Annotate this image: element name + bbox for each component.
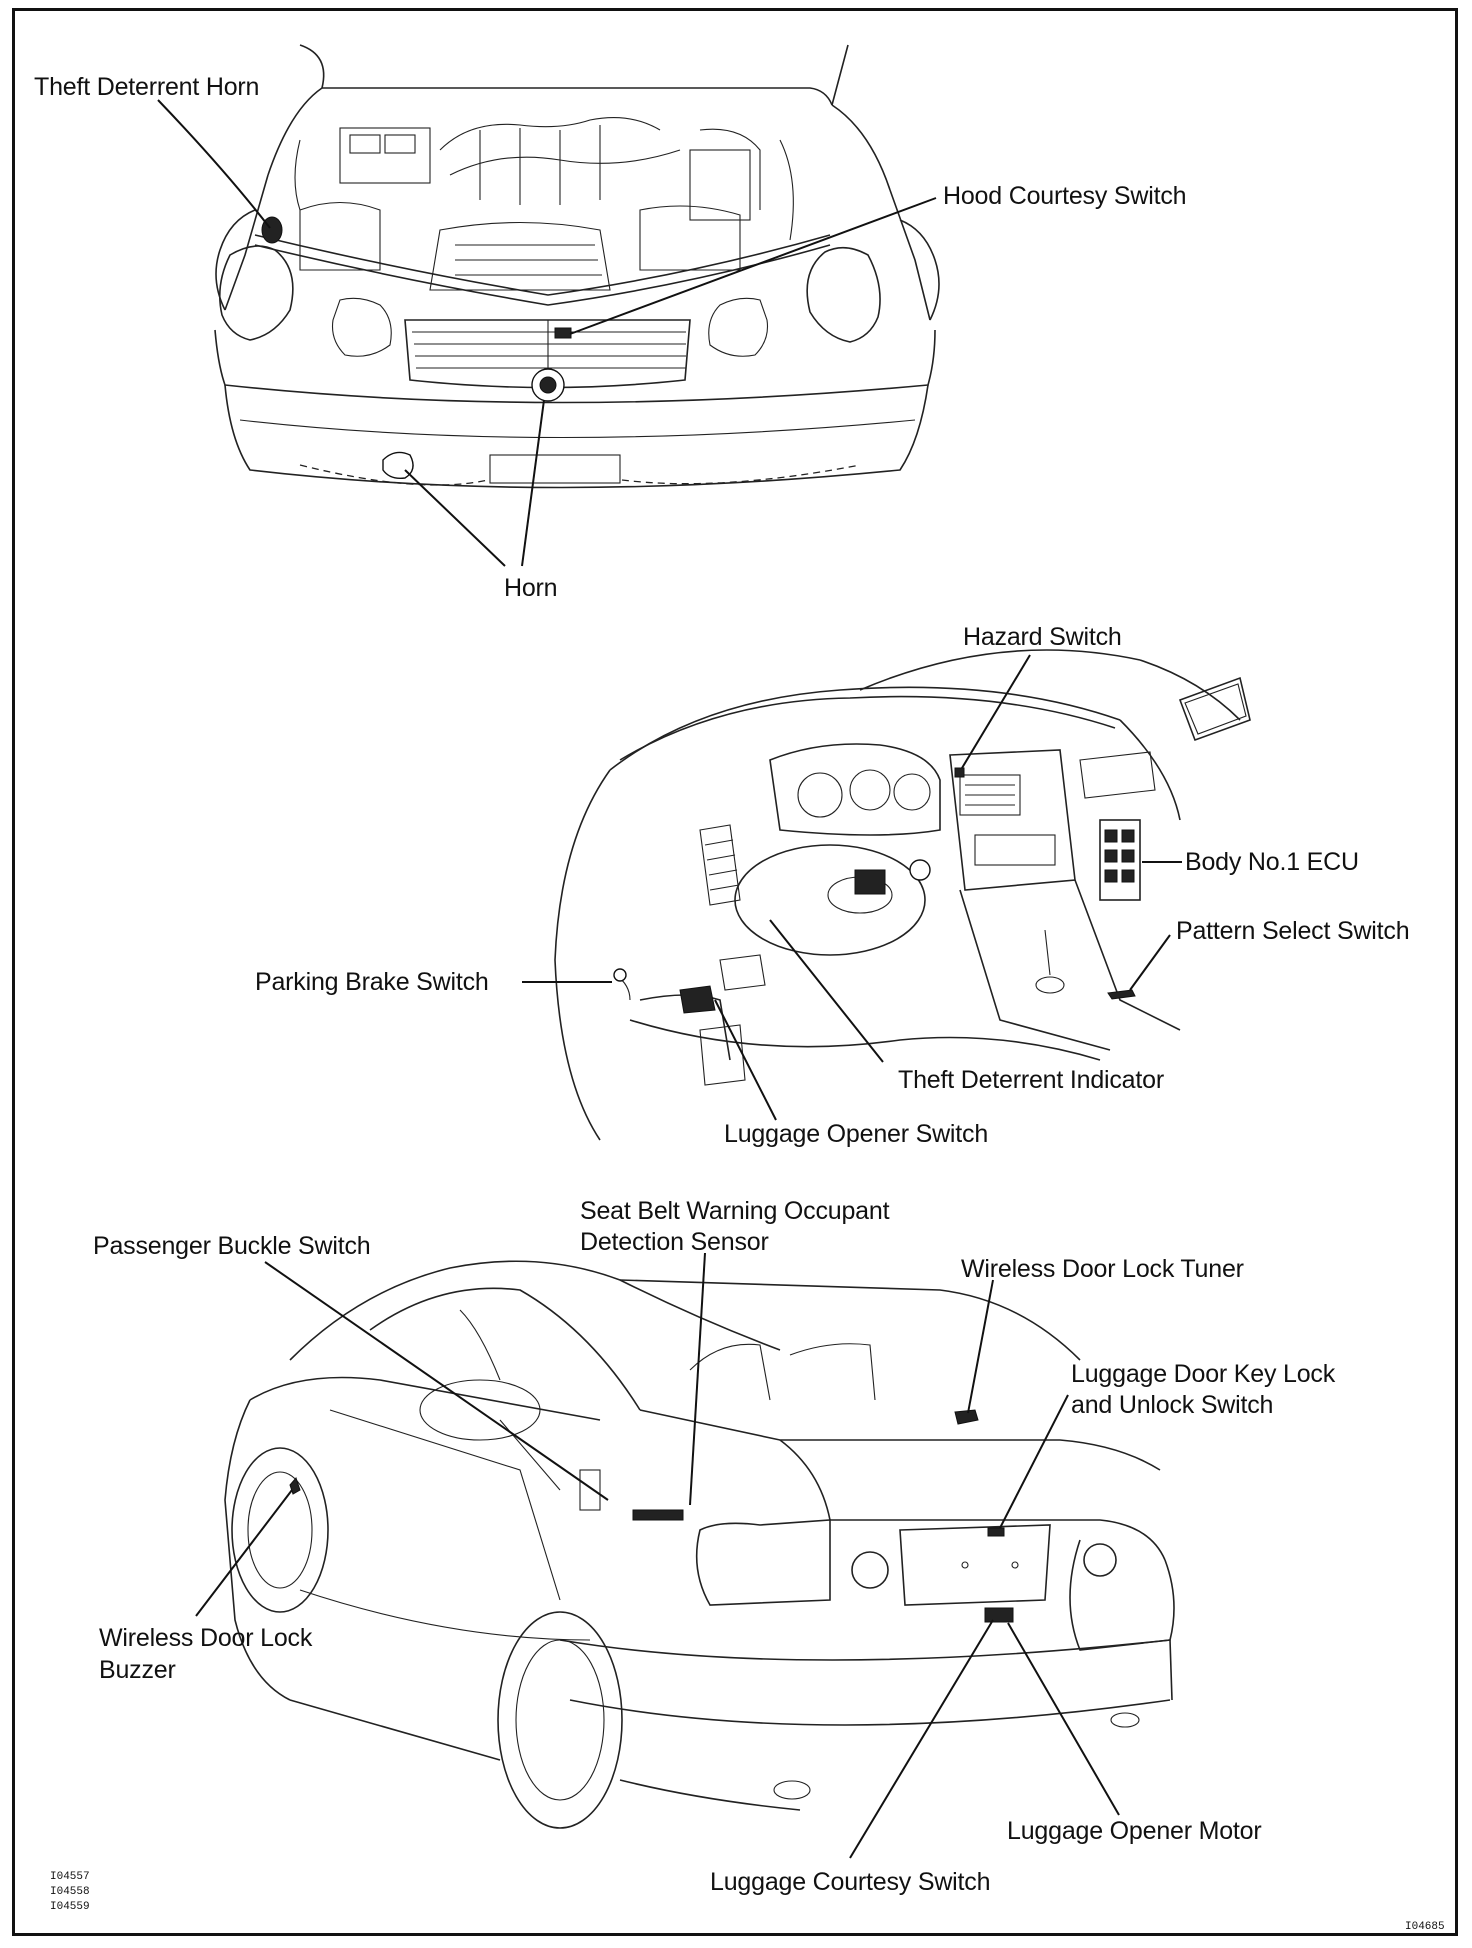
hood-courtesy-switch-label: Hood Courtesy Switch	[943, 182, 1187, 210]
parking-brake-switch-label: Parking Brake Switch	[255, 968, 489, 996]
wireless-buzzer-label-line1: Wireless Door Lock	[99, 1624, 313, 1652]
front-car-illustration	[214, 44, 940, 489]
luggage-opener-switch-label: Luggage Opener Switch	[724, 1120, 989, 1148]
diagram-frame	[12, 8, 1458, 1936]
hazard-switch-label: Hazard Switch	[963, 623, 1122, 651]
figure-code-2: I04558	[50, 1886, 90, 1898]
luggage-opener-motor-label: Luggage Opener Motor	[1007, 1817, 1262, 1845]
theft-deterrent-indicator-label: Theft Deterrent Indicator	[898, 1066, 1164, 1094]
front-leader-lines	[157, 99, 937, 567]
figure-code-1: I04557	[50, 1871, 90, 1883]
luggage-key-switch-label-line1: Luggage Door Key Lock	[1071, 1360, 1336, 1388]
figure-code-right: I04685	[1405, 1921, 1445, 1933]
wireless-buzzer-label-line2: Buzzer	[99, 1656, 176, 1684]
horn-label: Horn	[504, 574, 558, 602]
pattern-select-switch-label: Pattern Select Switch	[1176, 917, 1410, 945]
theft-deterrent-horn-label: Theft Deterrent Horn	[34, 73, 260, 101]
rear-car-illustration	[224, 1260, 1175, 1829]
dashboard-leader-lines	[522, 654, 1182, 1121]
luggage-key-switch-label-line2: and Unlock Switch	[1071, 1391, 1274, 1419]
seat-belt-sensor-label-line1: Seat Belt Warning Occupant	[580, 1197, 890, 1225]
passenger-buckle-switch-label: Passenger Buckle Switch	[93, 1232, 371, 1260]
rear-leader-lines	[195, 1252, 1120, 1859]
figure-code-3: I04559	[50, 1901, 90, 1913]
seat-belt-sensor-label-line2: Detection Sensor	[580, 1228, 769, 1256]
body-ecu-label: Body No.1 ECU	[1185, 848, 1359, 876]
dashboard-illustration	[554, 649, 1251, 1141]
luggage-courtesy-switch-label: Luggage Courtesy Switch	[710, 1868, 991, 1896]
wireless-door-lock-tuner-label: Wireless Door Lock Tuner	[961, 1255, 1244, 1283]
